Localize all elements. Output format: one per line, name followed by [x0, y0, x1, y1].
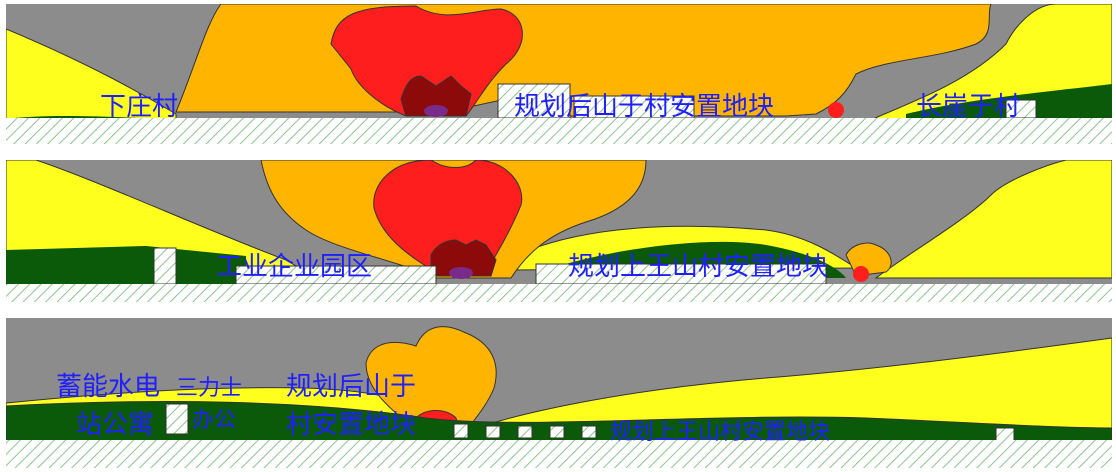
yellow-zone-right: [874, 160, 1112, 279]
fire-spread-panel-3: 蓄能水电 站公寓 三力士 办公 规划后山于 村安置地块 规划上王山村安置地块: [6, 318, 1112, 468]
yellow-zone-left: [6, 160, 308, 273]
building-5: [549, 425, 565, 439]
building-4: [517, 425, 533, 439]
green-zone: [6, 401, 1112, 444]
label-sanlishi-1: 三力士: [176, 376, 243, 401]
scene-svg-1: [6, 4, 1112, 144]
fire-source-small: [853, 266, 869, 282]
darkred-zone: [430, 239, 497, 277]
darkred-zone: [400, 75, 472, 117]
building-1: [165, 403, 189, 435]
building-3: [485, 425, 501, 439]
fire-source: [424, 105, 448, 117]
fire-source: [449, 267, 473, 279]
label-sanlishi-2: 办公: [192, 408, 237, 433]
label-planned-houshanyu-1: 规划后山于: [286, 372, 417, 402]
building-1: [153, 247, 177, 285]
label-planned-houshanyu-2: 村安置地块: [286, 410, 417, 440]
scene-svg-3: [6, 318, 1112, 468]
fire-spread-panel-1: 下庄村 规划后山于村安置地块 长崖于村: [6, 4, 1112, 144]
label-changyayu: 长崖于村: [916, 92, 1021, 122]
red-zone: [330, 5, 523, 117]
label-planned-houshanyu: 规划后山于村安置地块: [514, 92, 775, 122]
label-xiazhuang: 下庄村: [100, 92, 179, 122]
ground: [6, 284, 1112, 302]
yellow-zone-left: [6, 28, 177, 125]
green-zone-left: [6, 246, 246, 286]
building-1: [497, 83, 571, 119]
fire-spread-panel-2: 工业企业园区 规划上王山村安置地块: [6, 160, 1112, 302]
building-2: [453, 423, 469, 439]
ground: [6, 440, 1112, 468]
building-6: [581, 425, 597, 439]
fire-source-small: [828, 102, 844, 118]
label-planned-shangwangshan: 规划上王山村安置地块: [610, 420, 831, 445]
label-pumped-storage-2: 站公寓: [76, 410, 155, 440]
label-pumped-storage-1: 蓄能水电: [56, 372, 161, 402]
label-industrial-park: 工业企业园区: [216, 252, 373, 282]
yellow-zone-right: [445, 337, 1112, 439]
scene-svg-2: [6, 160, 1112, 302]
label-planned-shangwangshan: 规划上王山村安置地块: [568, 252, 829, 282]
ground: [6, 118, 1112, 144]
